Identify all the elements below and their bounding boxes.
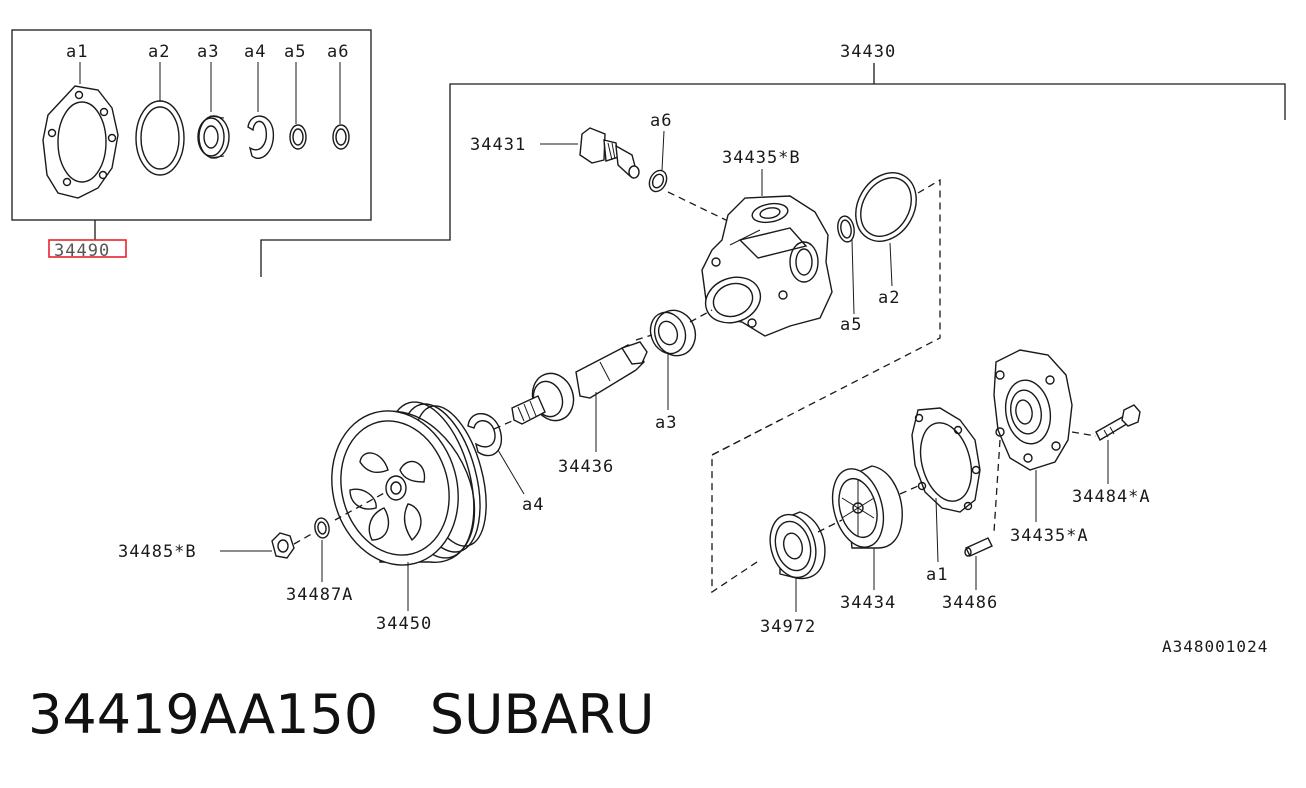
label-gasket[interactable]: a1	[926, 565, 948, 585]
label-oring-large[interactable]: a2	[878, 288, 900, 308]
footer-brand: SUBARU	[429, 683, 655, 746]
pulley-shape	[331, 401, 487, 566]
label-sensor-gasket[interactable]: a6	[650, 111, 672, 131]
nut-shape	[271, 532, 295, 559]
label-bearing[interactable]: a3	[655, 413, 677, 433]
label-snap-ring[interactable]: a4	[522, 495, 544, 515]
kit-label-a5[interactable]: a5	[284, 42, 306, 62]
pin-shape	[964, 537, 993, 557]
label-housing-a[interactable]: 34435*A	[1010, 526, 1089, 546]
kit-oring-small-shape	[289, 124, 307, 150]
bearing-shape	[649, 309, 697, 357]
housing-b-shape	[701, 195, 833, 337]
footer-part-number: 34419AA150	[28, 683, 379, 746]
kit-label-a4[interactable]: a4	[244, 42, 266, 62]
label-housing-b[interactable]: 34435*B	[722, 148, 801, 168]
kit-bearing-shape	[197, 115, 230, 159]
label-washer[interactable]: 34487A	[286, 585, 353, 605]
sensor-shape	[579, 127, 640, 179]
label-oring-small[interactable]: a5	[840, 315, 862, 335]
bolt-shape	[1095, 404, 1141, 441]
oring-large-shape	[855, 172, 917, 242]
kit-gasket-small-shape	[332, 124, 350, 150]
kit-oring-shape	[135, 100, 185, 176]
snap-ring-shape	[467, 413, 503, 457]
seal-shape	[769, 511, 826, 580]
washer-shape	[314, 517, 330, 539]
footer-title: 34419AA150 SUBARU	[28, 683, 655, 746]
kit-label-a6[interactable]: a6	[327, 42, 349, 62]
rotor-shape	[831, 465, 903, 549]
label-nut[interactable]: 34485*B	[118, 542, 197, 562]
kit-label-a3[interactable]: a3	[197, 42, 219, 62]
kit-part-number-highlight	[48, 239, 127, 258]
label-assembly[interactable]: 34430	[840, 42, 896, 62]
label-rotor[interactable]: 34434	[840, 593, 896, 613]
label-shaft[interactable]: 34436	[558, 457, 614, 477]
shaft-shape	[511, 341, 648, 425]
kit-snap-ring-shape	[247, 115, 275, 159]
kit-box	[11, 29, 372, 221]
kit-label-a2[interactable]: a2	[148, 42, 170, 62]
housing-a-shape	[993, 349, 1073, 471]
kit-part-number[interactable]: 34490	[54, 241, 110, 261]
sensor-gasket-shape	[648, 169, 668, 193]
oring-small-shape	[837, 215, 855, 243]
diagram-code: A348001024	[1162, 637, 1268, 656]
label-seal[interactable]: 34972	[760, 617, 816, 637]
label-pulley[interactable]: 34450	[376, 614, 432, 634]
gasket-shape	[911, 407, 981, 513]
label-bolt[interactable]: 34484*A	[1072, 487, 1151, 507]
kit-gasket-shape	[42, 85, 119, 199]
kit-label-a1[interactable]: a1	[66, 42, 88, 62]
footer-spacer	[378, 683, 430, 746]
label-sensor[interactable]: 34431	[470, 135, 526, 155]
label-pin[interactable]: 34486	[942, 593, 998, 613]
